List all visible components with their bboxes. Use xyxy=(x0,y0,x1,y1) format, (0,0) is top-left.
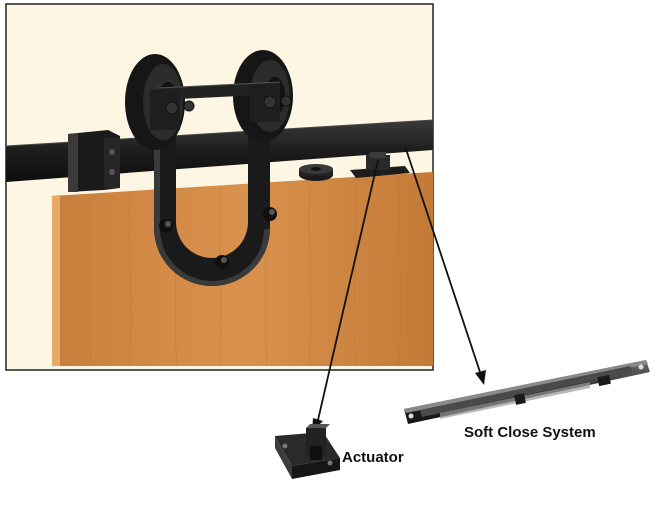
soft-close-system-label: Soft Close System xyxy=(464,424,596,441)
soft-close-mechanism xyxy=(404,360,650,424)
door-stop xyxy=(299,164,333,181)
track-rail xyxy=(5,119,434,192)
actuator-label: Actuator xyxy=(342,449,404,466)
soft-close-leader-arrow xyxy=(404,145,486,385)
actuator-bracket xyxy=(275,424,340,479)
barn-door-roller xyxy=(125,50,293,286)
